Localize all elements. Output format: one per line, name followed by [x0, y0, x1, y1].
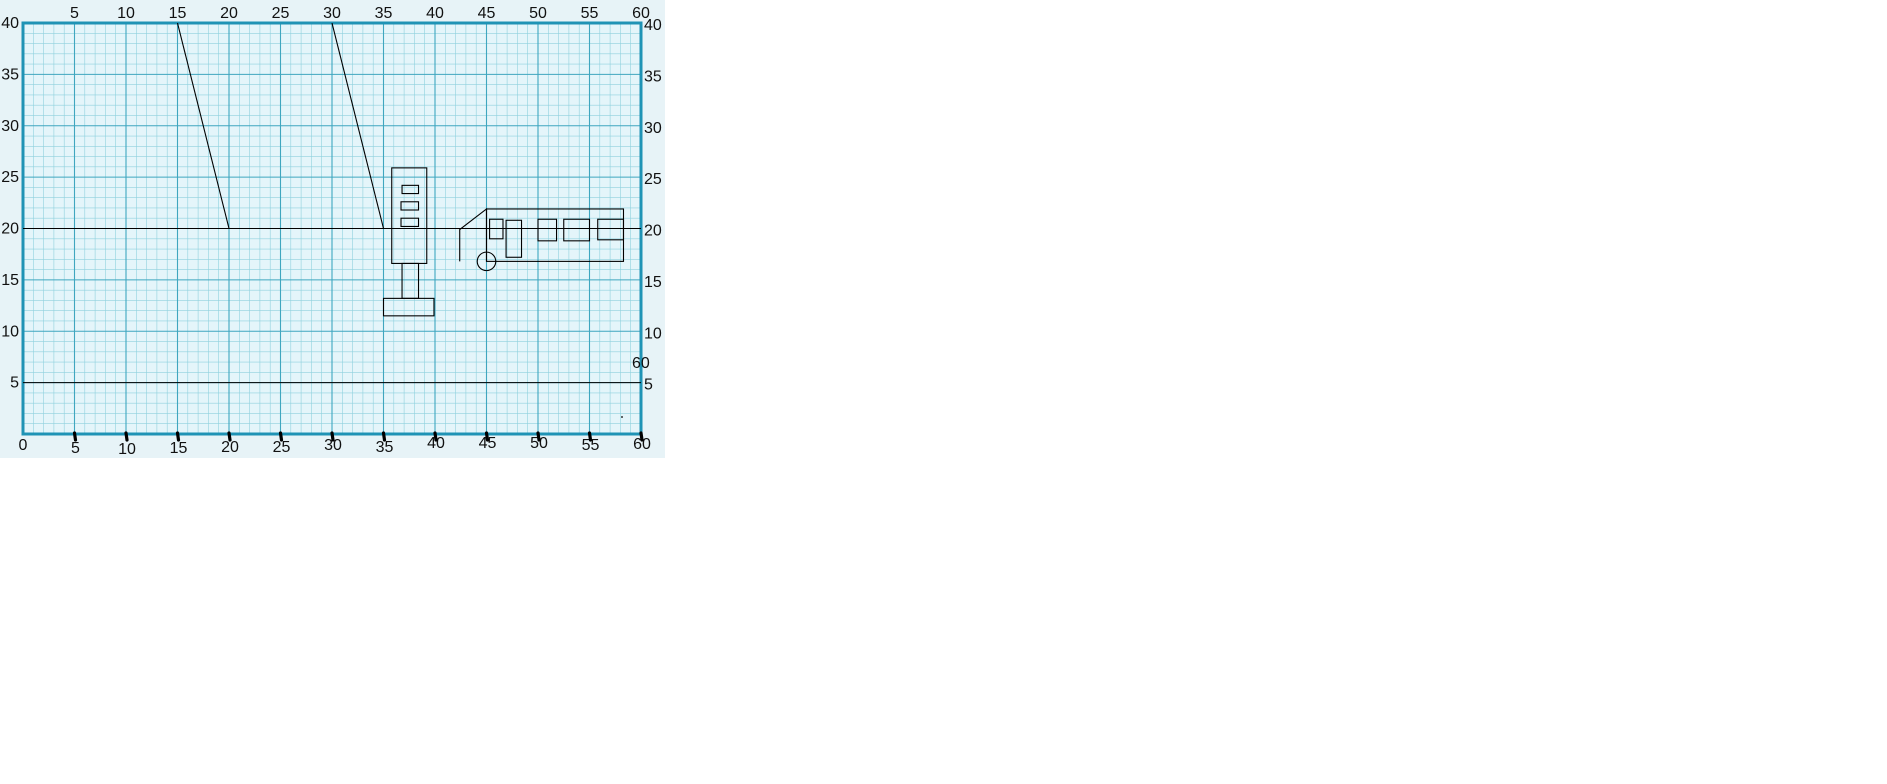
tower-window	[400, 201, 420, 211]
right-tick-label: 40	[644, 17, 662, 34]
tick-mark	[175, 431, 181, 442]
sketch-layer	[23, 22, 641, 384]
bottom-tick-label: 50	[530, 435, 548, 452]
tick-mark	[227, 431, 232, 442]
top-tick-label: 50	[529, 5, 547, 22]
left-tick-label: 40	[1, 15, 19, 32]
bottom-tick-label: 35	[376, 439, 394, 456]
bottom-axis-tick-marks	[72, 431, 644, 442]
bottom-tick-label: 10	[118, 441, 136, 458]
left-tick-label: 15	[1, 272, 19, 289]
top-tick-label: 30	[323, 5, 341, 22]
bottom-tick-label: 5	[71, 440, 80, 457]
bottom-tick-label: 60	[633, 436, 651, 453]
bus-hood	[459, 207, 488, 262]
bottom-tick-label: 20	[221, 439, 239, 456]
right-tick-label: 20	[644, 223, 662, 240]
ink-dot	[621, 416, 623, 418]
tick-mark	[381, 431, 387, 442]
bus-window	[597, 218, 625, 241]
tick-mark	[433, 431, 438, 442]
slanted-line	[176, 22, 230, 229]
top-tick-label: 40	[426, 5, 444, 22]
bottom-tick-label: 40	[427, 435, 445, 452]
top-tick-label: 55	[581, 5, 599, 22]
tower-window	[400, 217, 420, 227]
top-tick-label: 35	[375, 5, 393, 22]
right-axis-labels: 5 10 15 20 25 30 35 40	[644, 17, 662, 394]
top-tick-label: 15	[169, 5, 187, 22]
top-tick-label: 5	[70, 5, 79, 22]
tick-mark	[330, 431, 335, 442]
top-axis-labels: 5 10 15 20 25 30 35 40 45 50 55 60	[70, 5, 650, 22]
left-tick-label: 25	[1, 169, 19, 186]
top-tick-label: 20	[220, 5, 238, 22]
tick-mark	[72, 431, 78, 442]
tower-base	[382, 297, 435, 317]
bus-wheel	[476, 251, 497, 272]
top-tick-label: 60	[632, 5, 650, 22]
bus-window	[537, 218, 558, 242]
left-tick-label: 30	[1, 118, 19, 135]
right-tick-label: 10	[644, 325, 662, 342]
bus-window	[505, 219, 523, 258]
left-axis-labels: 5 10 15 20 25 30 35 40	[1, 15, 19, 392]
top-tick-label: 25	[272, 5, 290, 22]
bus-window	[489, 218, 504, 240]
right-tick-label: 30	[644, 120, 662, 137]
top-tick-label: 10	[117, 5, 135, 22]
bottom-tick-label: 30	[324, 437, 342, 454]
top-tick-label: 45	[478, 5, 496, 22]
right-tick-label: 25	[644, 171, 662, 188]
tick-mark	[639, 431, 644, 442]
tick-mark	[484, 431, 490, 442]
right-tick-label: 35	[644, 68, 662, 85]
tower-window	[401, 184, 420, 195]
bottom-tick-label: 45	[479, 435, 497, 452]
right-tick-label: 15	[644, 274, 662, 291]
tick-mark	[587, 431, 593, 442]
bottom-tick-label: 0	[19, 437, 28, 454]
bottom-axis-labels: 0 5 10 15 20 25 30 35 40 45 50 55 60	[19, 435, 651, 458]
bottom-tick-label: 25	[273, 439, 291, 456]
bottom-tick-label: 55	[582, 437, 600, 454]
tick-mark	[278, 431, 284, 442]
left-tick-label: 5	[10, 375, 19, 392]
tick-mark	[536, 431, 541, 442]
bus-window	[563, 218, 591, 242]
stray-label: 60	[632, 355, 650, 372]
left-tick-label: 20	[1, 221, 19, 238]
slanted-line	[331, 22, 385, 229]
left-tick-label: 10	[1, 323, 19, 340]
tick-mark	[124, 431, 129, 442]
left-tick-label: 35	[1, 66, 19, 83]
bottom-tick-label: 15	[170, 440, 188, 457]
right-tick-label: 5	[644, 377, 653, 394]
